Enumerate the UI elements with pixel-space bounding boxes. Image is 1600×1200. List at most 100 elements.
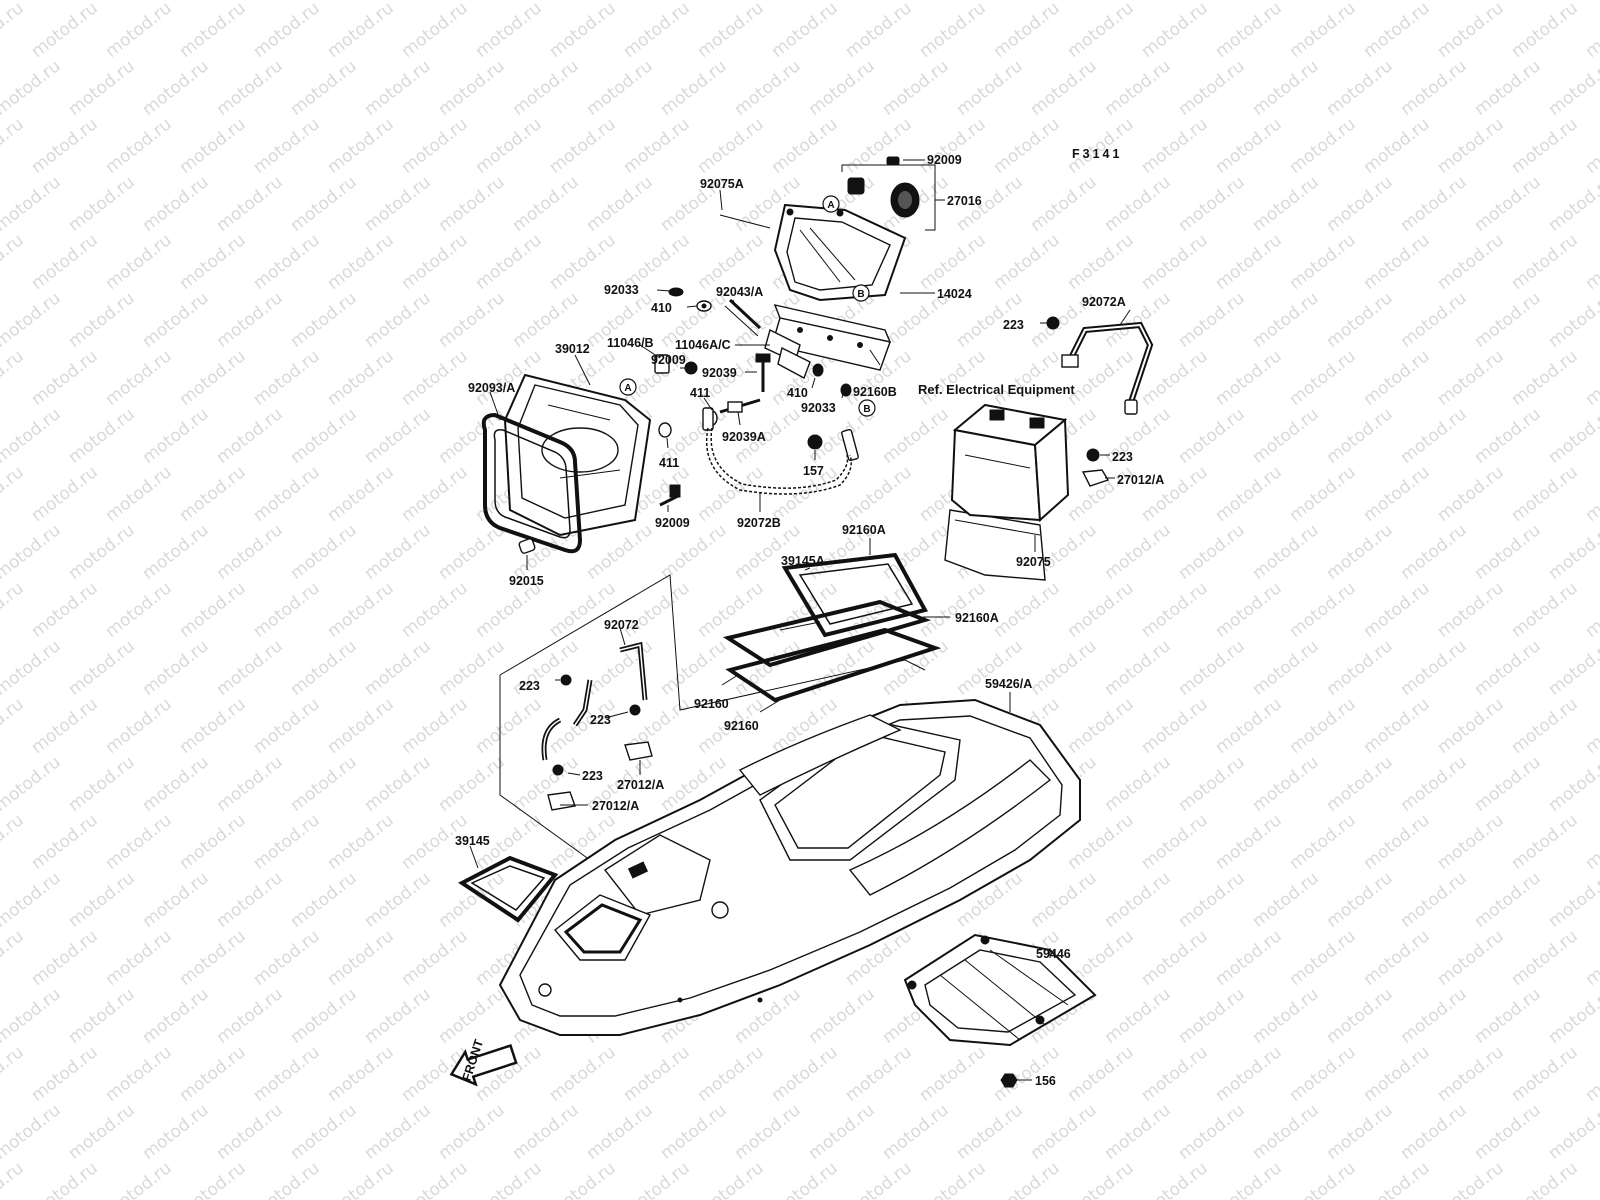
small-hatch-gasket [458, 855, 559, 923]
watermark-text: motod.ru [768, 1158, 842, 1200]
watermark-text: motod.ru [1471, 56, 1545, 120]
watermark-text: motod.ru [324, 578, 398, 642]
watermark-text: motod.ru [1582, 114, 1600, 178]
watermark-text: motod.ru [0, 230, 28, 294]
watermark-text: motod.ru [694, 1042, 768, 1106]
watermark-text: motod.ru [472, 0, 546, 62]
watermark-text: motod.ru [1101, 752, 1175, 816]
watermark-text: motod.ru [879, 636, 953, 700]
watermark-text: motod.ru [842, 1042, 916, 1106]
watermark-text: motod.ru [287, 520, 361, 584]
watermark-text: motod.ru [1545, 984, 1600, 1048]
leader-lines [469, 159, 1131, 1081]
watermark-text: motod.ru [0, 520, 65, 584]
watermark-text: motod.ru [1545, 520, 1600, 584]
watermark-text: motod.ru [1027, 0, 1101, 4]
watermark-text: motod.ru [990, 114, 1064, 178]
watermark-text: motod.ru [213, 288, 287, 352]
watermark-text: motod.ru [250, 578, 324, 642]
watermark-text: motod.ru [694, 114, 768, 178]
watermark-text: motod.ru [583, 172, 657, 236]
label-92009-b: 92009 [651, 353, 686, 367]
watermark-text: motod.ru [1286, 0, 1360, 62]
watermark-text: motod.ru [1434, 114, 1508, 178]
label-92039: 92039 [702, 366, 737, 380]
watermark-text: motod.ru [1508, 230, 1582, 294]
air-box-gasket [481, 412, 583, 554]
label-223-e: 223 [582, 769, 603, 783]
watermark-text: motod.ru [583, 520, 657, 584]
watermark-text: motod.ru [1471, 1100, 1545, 1164]
watermark-text: motod.ru [139, 1100, 213, 1164]
watermark-text: motod.ru [139, 56, 213, 120]
watermark-text: motod.ru [1397, 636, 1471, 700]
watermark-text: motod.ru [361, 172, 435, 236]
watermark-text: motod.ru [398, 114, 472, 178]
watermark-text: motod.ru [1249, 520, 1323, 584]
watermark-text: motod.ru [65, 984, 139, 1048]
watermark-text: motod.ru [176, 0, 250, 62]
watermark-text: motod.ru [176, 462, 250, 526]
watermark-text: motod.ru [1138, 1158, 1212, 1200]
watermark-text: motod.ru [65, 288, 139, 352]
watermark-text: motod.ru [324, 114, 398, 178]
watermark-text: motod.ru [28, 114, 102, 178]
watermark-text: motod.ru [1508, 810, 1582, 874]
watermark-text: motod.ru [1286, 346, 1360, 410]
watermark-text: motod.ru [1582, 1042, 1600, 1106]
watermark-text: motod.ru [139, 0, 213, 4]
watermark-text: motod.ru [1101, 984, 1175, 1048]
watermark-text: motod.ru [842, 462, 916, 526]
label-92160-a: 92160 [694, 697, 729, 711]
watermark-text: motod.ru [1397, 520, 1471, 584]
hull-deck [498, 698, 1081, 1036]
watermark-text: motod.ru [361, 868, 435, 932]
watermark-text: motod.ru [361, 636, 435, 700]
watermark-text: motod.ru [1545, 56, 1600, 120]
watermark-text: motod.ru [1064, 694, 1138, 758]
watermark-text: motod.ru [1101, 868, 1175, 932]
watermark-text: motod.ru [1175, 1100, 1249, 1164]
callout-a-left: A [619, 378, 637, 396]
watermark-text: motod.ru [176, 578, 250, 642]
label-92009-top: 92009 [927, 153, 962, 167]
label-92033-b: 92033 [801, 401, 836, 415]
watermark-text: motod.ru [0, 462, 28, 526]
watermark-text: motod.ru [1397, 868, 1471, 932]
watermark-text: motod.ru [1360, 230, 1434, 294]
watermark-text: motod.ru [916, 114, 990, 178]
watermark-text: motod.ru [324, 1042, 398, 1106]
label-223-d: 223 [590, 713, 611, 727]
watermark-text: motod.ru [694, 1158, 768, 1200]
watermark-text: motod.ru [1471, 404, 1545, 468]
watermark-text: motod.ru [361, 0, 435, 4]
front-arrow [449, 1044, 518, 1087]
watermark-text: motod.ru [1175, 56, 1249, 120]
watermark-text: motod.ru [1582, 810, 1600, 874]
watermark-text: motod.ru [1249, 868, 1323, 932]
watermark-text: motod.ru [1582, 1158, 1600, 1200]
watermark-text: motod.ru [213, 56, 287, 120]
watermark-text: motod.ru [102, 1042, 176, 1106]
grommet-part [847, 156, 920, 218]
watermark-text: motod.ru [1434, 462, 1508, 526]
watermark-text: motod.ru [102, 926, 176, 990]
watermark-text: motod.ru [1175, 520, 1249, 584]
watermark-text: motod.ru [1027, 868, 1101, 932]
callout-b-bottom: B [858, 399, 876, 417]
watermark-text: motod.ru [398, 694, 472, 758]
label-410-b: 410 [787, 386, 808, 400]
battery-strap [1061, 321, 1154, 415]
ref-note: Ref. Electrical Equipment [918, 382, 1075, 397]
watermark-text: motod.ru [250, 1158, 324, 1200]
watermark-text: motod.ru [287, 868, 361, 932]
label-92009-c: 92009 [655, 516, 690, 530]
watermark-text: motod.ru [0, 114, 28, 178]
watermark-text: motod.ru [472, 694, 546, 758]
watermark-text: motod.ru [1582, 578, 1600, 642]
watermark-text: motod.ru [1249, 1100, 1323, 1164]
watermark-text: motod.ru [1360, 1042, 1434, 1106]
air-box-cover [773, 203, 907, 302]
watermark-text: motod.ru [28, 0, 102, 62]
watermark-text: motod.ru [139, 404, 213, 468]
